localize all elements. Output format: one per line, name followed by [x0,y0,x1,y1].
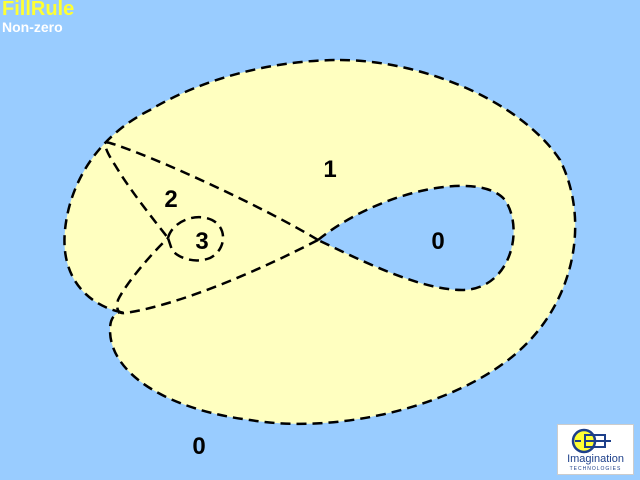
label-winding-inner: 3 [195,228,208,255]
upper-diagonal [104,141,319,242]
label-winding-hole: 0 [431,228,444,255]
outer-boundary [63,58,577,426]
logo-tagline: TECHNOLOGIES [569,466,622,472]
logo-name: Imagination [567,453,624,465]
page-title: FillRule [2,0,75,20]
page-subtitle: Non-zero [2,19,63,35]
imagination-logo: Imagination TECHNOLOGIES [557,424,634,475]
label-winding-left: 2 [164,186,177,213]
label-winding-outside: 0 [192,433,205,460]
loop-hole [318,185,514,290]
loop-boundary [317,184,515,292]
imagination-logo-icon [571,428,611,454]
label-winding-outer: 1 [323,156,336,183]
lower-diagonal [116,237,319,315]
